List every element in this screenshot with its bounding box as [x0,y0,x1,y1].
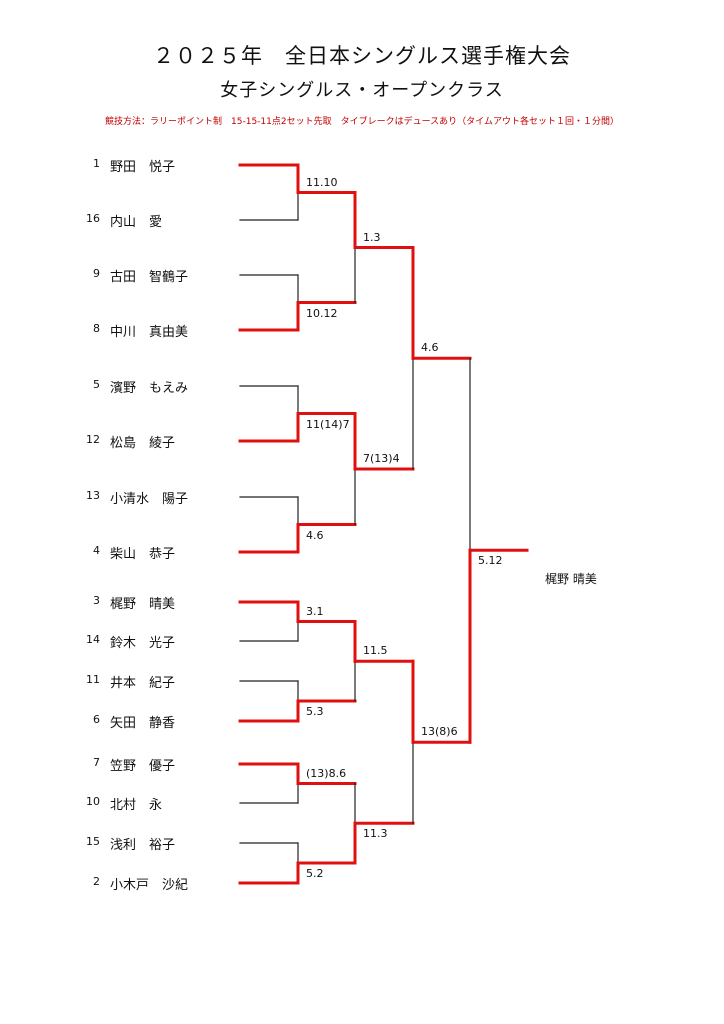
player-name: 小清水 陽子 [110,492,189,507]
player-name: 柴山 恭子 [110,547,176,562]
match-score: 4.6 [306,528,324,542]
player-name: 中川 真由美 [110,325,189,340]
player-seed: 9 [93,267,100,280]
match-score: 3.1 [306,604,324,618]
player-seed: 11 [86,673,100,686]
player-seed: 7 [93,756,100,769]
player-name: 松島 綾子 [110,436,176,451]
match-score: 5.2 [306,867,324,880]
match-rules: 競技方法：ラリーポイント制 15-15-11点2セット先取 タイブレークはデュー… [105,117,619,127]
match-score: 5.3 [306,705,324,718]
player-seed: 15 [86,835,100,848]
match-score: 1.3 [363,230,381,244]
event-subtitle: 女子シングルス・オープンクラス [220,80,504,101]
player-name: 井本 紀子 [110,676,176,691]
player-seed: 3 [93,594,100,607]
match-score: 11(14)7 [306,417,350,431]
match-score: 11.5 [363,644,388,658]
player-name: 北村 永 [110,798,163,813]
tournament-title: ２０２５年 全日本シングルス選手権大会 [153,44,571,68]
player-name: 浅利 裕子 [110,838,176,853]
player-seed: 2 [93,875,100,888]
player-name: 内山 愛 [110,215,163,230]
match-score: 7(13)4 [363,452,400,465]
player-seed: 8 [93,322,100,335]
player-name: 野田 悦子 [110,160,176,175]
player-name: 梶野 晴美 [110,597,176,612]
match-score: 11.3 [363,827,388,841]
player-seed: 13 [86,489,100,502]
player-name: 笠野 優子 [110,759,176,774]
player-seed: 12 [86,433,100,446]
player-seed: 10 [86,795,100,808]
champion-name: 梶野 晴美 [545,572,597,586]
match-score: (13)8.6 [306,766,347,780]
match-score: 4.6 [421,341,439,355]
player-name: 鈴木 光子 [110,636,176,651]
match-score: 5.12 [478,554,503,568]
player-name: 矢田 静香 [110,716,176,731]
player-name: 濱野 もえみ [110,381,189,396]
player-seed: 6 [93,713,100,726]
player-name: 古田 智鶴子 [110,270,189,285]
player-seed: 16 [86,212,100,225]
player-seed: 14 [86,633,100,646]
player-seed: 5 [93,378,100,391]
player-name: 小木戸 沙紀 [110,878,189,893]
match-score: 10.12 [306,306,338,320]
player-seed: 4 [93,544,100,557]
match-score: 11.10 [306,175,338,189]
player-seed: 1 [93,157,100,170]
match-score: 13(8)6 [421,725,458,739]
